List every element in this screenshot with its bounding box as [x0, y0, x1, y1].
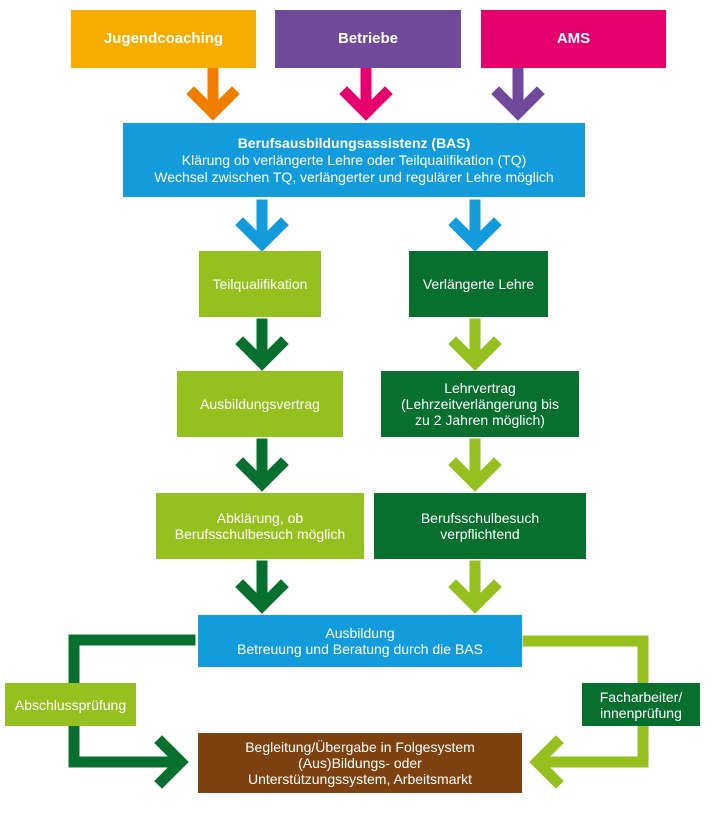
lehrvertrag-line-2: (Lehrzeitverlängerung bis: [401, 396, 559, 412]
lehrvertrag-box: Lehrvertrag (Lehrzeitverlängerung bis zu…: [381, 371, 579, 437]
begleitung-box: Begleitung/Übergabe in Folgesystem (Aus)…: [198, 733, 522, 793]
arrow-abklaerung-to-ausbildung: [235, 560, 289, 614]
abklaerung-line-1: Abklärung, ob: [216, 510, 304, 526]
begleitung-line-2: (Aus)Bildungs- oder: [298, 755, 422, 771]
begleitung-line-3: Unterstützungssystem, Arbeitsmarkt: [247, 771, 473, 787]
bas-line-1: Klärung ob verlängerte Lehre oder Teilqu…: [181, 151, 527, 168]
ams-box: AMS: [481, 10, 666, 68]
facharbeiterpruefung-box: Facharbeiter/ innenprüfung: [582, 683, 700, 726]
jugendcoaching-label: Jugendcoaching: [103, 30, 224, 47]
arrow-ausbildungsvertrag-to-abklaerung: [235, 438, 289, 492]
abklaerung-box: Abklärung, ob Berufsschulbesuch möglich: [156, 493, 364, 559]
berufsschulbesuch-box: Berufsschulbesuch verpflichtend: [374, 493, 586, 559]
bas-title: Berufsausbildungsassistenz (BAS): [237, 134, 471, 151]
arrow-verlaengerte-lehre-to-lehrvertrag: [448, 318, 502, 371]
teilqualifikation-label: Teilqualifikation: [212, 276, 308, 292]
arrow-bas-to-verlaengerte-lehre: [448, 199, 502, 252]
abschlusspruefung-label: Abschlussprüfung: [14, 696, 127, 713]
berufsschulbesuch-line-2: verpflichtend: [440, 526, 520, 542]
ausbildung-title: Ausbildung: [325, 625, 395, 641]
betriebe-label: Betriebe: [337, 30, 399, 47]
bas-line-2: Wechsel zwischen TQ, verlängerter und re…: [154, 168, 554, 185]
arrow-teilqualifikation-to-ausbildungsvertrag: [235, 318, 289, 371]
ausbildungsvertrag-label: Ausbildungsvertrag: [200, 396, 320, 412]
bas-box: Berufsausbildungsassistenz (BAS) Klärung…: [123, 123, 585, 197]
lehrvertrag-line-1: Lehrvertrag: [444, 380, 516, 396]
teilqualifikation-box: Teilqualifikation: [199, 251, 321, 317]
arrow-berufsschule-to-ausbildung: [448, 560, 502, 614]
ausbildung-subtitle: Betreuung und Beratung durch die BAS: [237, 641, 483, 657]
berufsschulbesuch-line-1: Berufsschulbesuch: [420, 510, 540, 526]
abklaerung-line-2: Berufsschulbesuch möglich: [174, 526, 346, 542]
arrow-ams-to-bas: [491, 67, 545, 121]
verlaengerte-lehre-label: Verlängerte Lehre: [422, 276, 535, 292]
arrow-bas-to-teilqualifikation: [235, 199, 289, 252]
abschlusspruefung-box: Abschlussprüfung: [5, 683, 136, 726]
ams-label: AMS: [556, 30, 591, 47]
arrow-lehrvertrag-to-berufsschule: [448, 438, 502, 492]
begleitung-line-1: Begleitung/Übergabe in Folgesystem: [245, 739, 475, 755]
ausbildungsvertrag-box: Ausbildungsvertrag: [177, 371, 343, 437]
arrow-betriebe-to-bas: [339, 67, 393, 121]
lehrvertrag-line-3: zu 2 Jahren möglich): [415, 412, 545, 428]
arrow-jugendcoaching-to-bas: [186, 67, 240, 121]
verlaengerte-lehre-box: Verlängerte Lehre: [409, 251, 548, 317]
ausbildung-box: Ausbildung Betreuung und Beratung durch …: [198, 615, 522, 667]
betriebe-box: Betriebe: [275, 10, 461, 68]
jugendcoaching-box: Jugendcoaching: [71, 10, 256, 68]
facharbeiterpruefung-line-1: Facharbeiter/: [599, 688, 683, 705]
facharbeiterpruefung-line-2: innenprüfung: [600, 704, 682, 721]
